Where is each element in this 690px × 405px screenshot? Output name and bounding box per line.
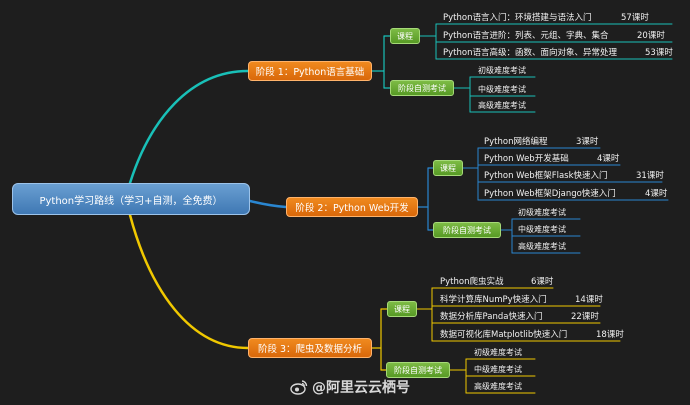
course-item[interactable]: Python Web框架Django快速入门 bbox=[484, 188, 616, 200]
stage-1-node[interactable]: 阶段 1：Python语言基础 bbox=[248, 61, 372, 81]
course-item[interactable]: Python Web开发基础 bbox=[484, 153, 569, 165]
branch-line-stage-1 bbox=[128, 69, 250, 185]
exam-name: 高级难度考试 bbox=[518, 242, 566, 251]
category-label: 阶段自测考试 bbox=[398, 83, 446, 93]
branch-line-stage-3 bbox=[128, 213, 250, 350]
stage-2-exam-category[interactable]: 阶段自测考试 bbox=[433, 222, 501, 238]
root-label: Python学习路线（学习+自测，全免费） bbox=[39, 195, 223, 207]
exam-item[interactable]: 初级难度考试 bbox=[518, 207, 566, 219]
root-node[interactable]: Python学习路线（学习+自测，全免费） bbox=[12, 183, 250, 215]
course-item[interactable]: Python语言进阶：列表、元组、字典、集合 bbox=[443, 30, 608, 42]
course-item[interactable]: Python网络编程 bbox=[484, 136, 547, 148]
course-hours: 14课时 bbox=[575, 295, 603, 305]
watermark-text: @阿里云云栖号 bbox=[312, 380, 410, 396]
exam-item[interactable]: 高级难度考试 bbox=[478, 100, 526, 112]
stage-2-node[interactable]: 阶段 2：Python Web开发 bbox=[286, 197, 418, 217]
course-item[interactable]: Python爬虫实战 bbox=[440, 276, 503, 288]
exam-name: 中级难度考试 bbox=[478, 85, 526, 94]
exam-name: 初级难度考试 bbox=[474, 348, 522, 357]
stage-1-course-category[interactable]: 课程 bbox=[390, 28, 420, 44]
course-hours: 53课时 bbox=[645, 48, 673, 58]
course-name: Python Web框架Flask快速入门 bbox=[484, 171, 608, 181]
course-name: 数据可视化库Matplotlib快速入门 bbox=[440, 330, 568, 340]
weibo-icon bbox=[290, 380, 308, 395]
exam-name: 初级难度考试 bbox=[478, 66, 526, 75]
course-name: Python语言高级：函数、面向对象、异常处理 bbox=[443, 48, 617, 58]
exam-item[interactable]: 高级难度考试 bbox=[474, 381, 522, 393]
course-hours: 18课时 bbox=[596, 330, 624, 340]
category-label: 课程 bbox=[397, 31, 413, 41]
exam-item[interactable]: 初级难度考试 bbox=[478, 65, 526, 77]
exam-item[interactable]: 中级难度考试 bbox=[518, 224, 566, 236]
course-name: Python爬虫实战 bbox=[440, 277, 504, 287]
course-item[interactable]: Python Web框架Flask快速入门 bbox=[484, 170, 608, 182]
course-item[interactable]: Python语言高级：函数、面向对象、异常处理 bbox=[443, 47, 617, 59]
course-hours: 3课时 bbox=[576, 137, 599, 147]
course-item[interactable]: 科学计算库NumPy快速入门 bbox=[440, 294, 547, 306]
course-name: Python Web框架Django快速入门 bbox=[484, 189, 616, 199]
stage-1-exam-category[interactable]: 阶段自测考试 bbox=[390, 80, 454, 96]
exam-item[interactable]: 初级难度考试 bbox=[474, 347, 522, 359]
stage-2-label: 阶段 2：Python Web开发 bbox=[295, 203, 409, 214]
category-label: 阶段自测考试 bbox=[443, 225, 491, 235]
exam-name: 中级难度考试 bbox=[518, 225, 566, 234]
exam-item[interactable]: 中级难度考试 bbox=[478, 84, 526, 96]
exam-name: 初级难度考试 bbox=[518, 208, 566, 217]
stage-3-course-category[interactable]: 课程 bbox=[387, 301, 417, 317]
exam-name: 高级难度考试 bbox=[474, 382, 522, 391]
course-name: Python Web开发基础 bbox=[484, 154, 569, 164]
course-name: 科学计算库NumPy快速入门 bbox=[440, 295, 547, 305]
exam-name: 中级难度考试 bbox=[474, 365, 522, 374]
course-name: Python语言入门：环境搭建与语法入门 bbox=[443, 13, 592, 23]
stage-1-label: 阶段 1：Python语言基础 bbox=[255, 67, 365, 78]
category-label: 课程 bbox=[440, 163, 456, 173]
exam-item[interactable]: 高级难度考试 bbox=[518, 241, 566, 253]
course-item[interactable]: 数据可视化库Matplotlib快速入门 bbox=[440, 329, 567, 341]
course-name: Python语言进阶：列表、元组、字典、集合 bbox=[443, 31, 609, 41]
stage-3-exam-category[interactable]: 阶段自测考试 bbox=[386, 362, 450, 378]
exam-name: 高级难度考试 bbox=[478, 101, 526, 110]
category-label: 阶段自测考试 bbox=[394, 365, 442, 375]
branch-line-stage-2 bbox=[248, 199, 288, 209]
course-hours: 4课时 bbox=[597, 154, 620, 164]
course-hours: 22课时 bbox=[571, 312, 599, 322]
stage-3-node[interactable]: 阶段 3：爬虫及数据分析 bbox=[248, 338, 372, 358]
course-name: Python网络编程 bbox=[484, 137, 548, 147]
category-label: 课程 bbox=[394, 304, 410, 314]
exam-item[interactable]: 中级难度考试 bbox=[474, 364, 522, 376]
watermark: @阿里云云栖号 bbox=[290, 377, 410, 397]
course-hours: 4课时 bbox=[645, 189, 668, 199]
course-hours: 20课时 bbox=[637, 31, 665, 41]
course-name: 数据分析库Panda快速入门 bbox=[440, 312, 543, 322]
stage-2-course-category[interactable]: 课程 bbox=[433, 160, 463, 176]
stage-3-label: 阶段 3：爬虫及数据分析 bbox=[257, 344, 363, 355]
course-hours: 6课时 bbox=[531, 277, 554, 287]
course-hours: 57课时 bbox=[621, 13, 649, 23]
course-hours: 31课时 bbox=[636, 171, 664, 181]
course-item[interactable]: 数据分析库Panda快速入门 bbox=[440, 311, 542, 323]
course-item[interactable]: Python语言入门：环境搭建与语法入门 bbox=[443, 12, 591, 24]
